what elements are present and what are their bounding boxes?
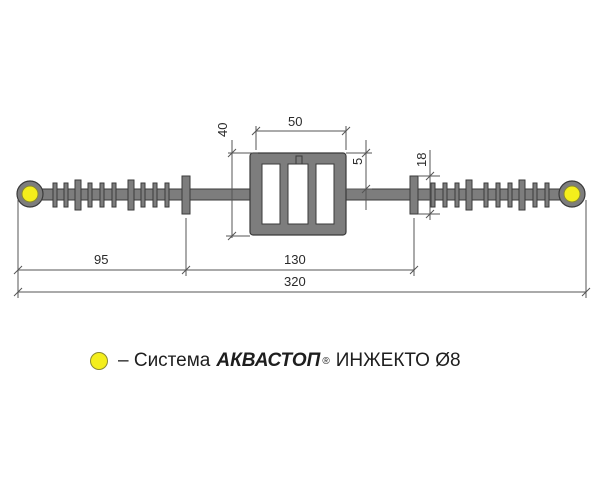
- legend-brand: АКВАСТОП: [216, 350, 321, 371]
- cavity-right: [315, 163, 335, 225]
- registered-mark: ®: [322, 355, 330, 367]
- dim-50: 50: [288, 114, 302, 129]
- dim-320: 320: [284, 274, 306, 289]
- dim-40: 40: [215, 123, 230, 137]
- dimension-lines: [13, 126, 591, 298]
- legend-prefix: – Система: [118, 350, 211, 371]
- legend: – Система АКВАСТОП ® ИНЖЕКТО Ø8: [90, 344, 461, 378]
- top-notch: [295, 155, 303, 165]
- dim-95: 95: [94, 252, 108, 267]
- cavity-left: [261, 163, 281, 225]
- dim-5: 5: [350, 158, 365, 165]
- injection-tube-left: [21, 185, 39, 203]
- waterstop-profile: [16, 152, 586, 236]
- ribs-left: [52, 175, 191, 215]
- legend-suffix: ИНЖЕКТО Ø8: [335, 350, 461, 371]
- dim-130: 130: [284, 252, 306, 267]
- dim-18: 18: [414, 153, 429, 167]
- injection-tube-right: [563, 185, 581, 203]
- ribs-right: [409, 175, 550, 215]
- cavity-middle: [287, 163, 309, 225]
- yellow-dot-icon: [90, 352, 108, 370]
